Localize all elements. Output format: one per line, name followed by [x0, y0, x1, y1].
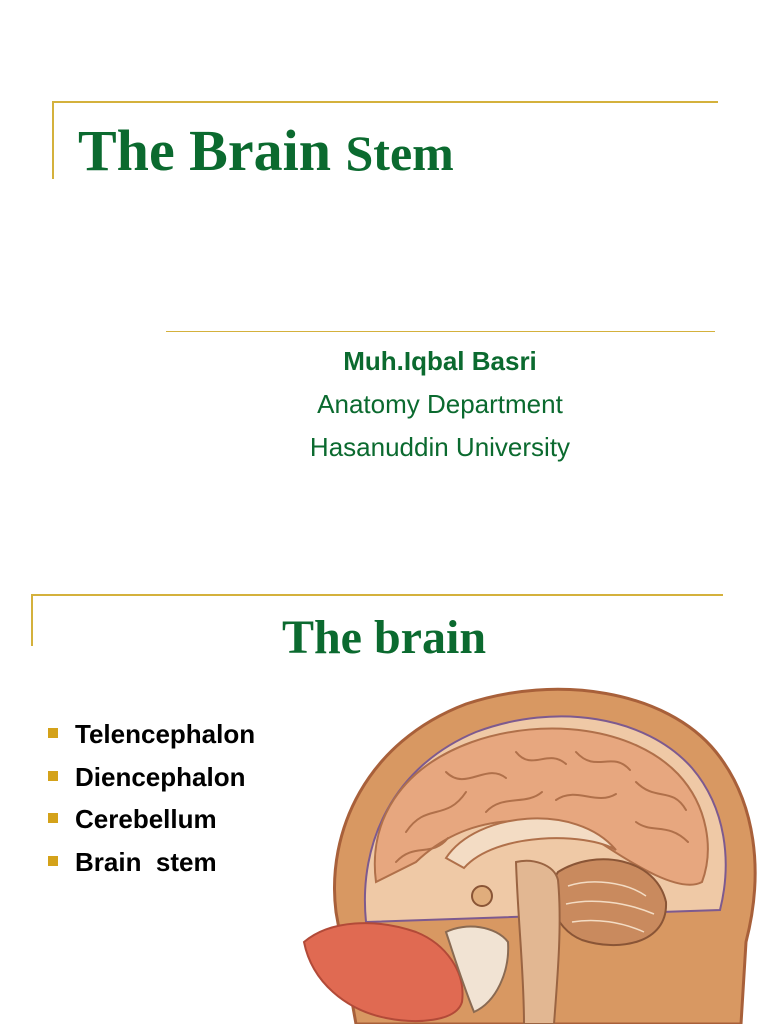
left-rule: [52, 101, 54, 179]
list-item: Telencephalon: [46, 714, 255, 757]
author-block: Muh.Iqbal Basri Anatomy Department Hasan…: [160, 340, 720, 469]
top-rule: [52, 101, 718, 103]
list-item: Brain stem: [46, 842, 255, 885]
department: Anatomy Department: [317, 389, 563, 419]
bullet-text: Telencephalon: [75, 719, 256, 749]
bullet-text: Cerebellum: [75, 804, 217, 834]
nasal-cavity: [302, 922, 464, 1022]
bullet-square-icon: [48, 770, 58, 781]
list-item: Cerebellum: [46, 799, 255, 842]
title-slide: The Brain Stem Muh.Iqbal Basri Anatomy D…: [52, 101, 720, 469]
bullet-text: Brain stem: [75, 846, 217, 877]
bullet-list: Telencephalon Diencephalon Cerebellum Br…: [46, 714, 255, 884]
title-rest: Stem: [345, 125, 454, 181]
list-item: Diencephalon: [46, 757, 255, 800]
bullet-square-icon: [48, 855, 58, 866]
brain-sagittal-illustration: [302, 687, 757, 1024]
bullet-square-icon: [48, 813, 58, 823]
gyri-lines: [395, 751, 689, 863]
brain-stem: [514, 859, 561, 1024]
slide-title: The Brain Stem: [78, 122, 454, 180]
slide2-top-rule: [31, 594, 723, 596]
author-name: Muh.Iqbal Basri: [343, 346, 537, 376]
university: Hasanuddin University: [309, 432, 571, 462]
bullet-text: Diencephalon: [75, 761, 246, 792]
bullet-square-icon: [48, 728, 58, 738]
slide2-left-rule: [31, 594, 33, 646]
sphenoid-area: [444, 925, 510, 1014]
title-main: The Brain: [78, 118, 331, 183]
subtitle-rule: [166, 331, 715, 332]
pituitary: [471, 885, 493, 907]
cerebellum-folia: [565, 881, 655, 933]
slide2-title: The brain: [281, 611, 487, 664]
corpus-callosum: [444, 817, 617, 870]
